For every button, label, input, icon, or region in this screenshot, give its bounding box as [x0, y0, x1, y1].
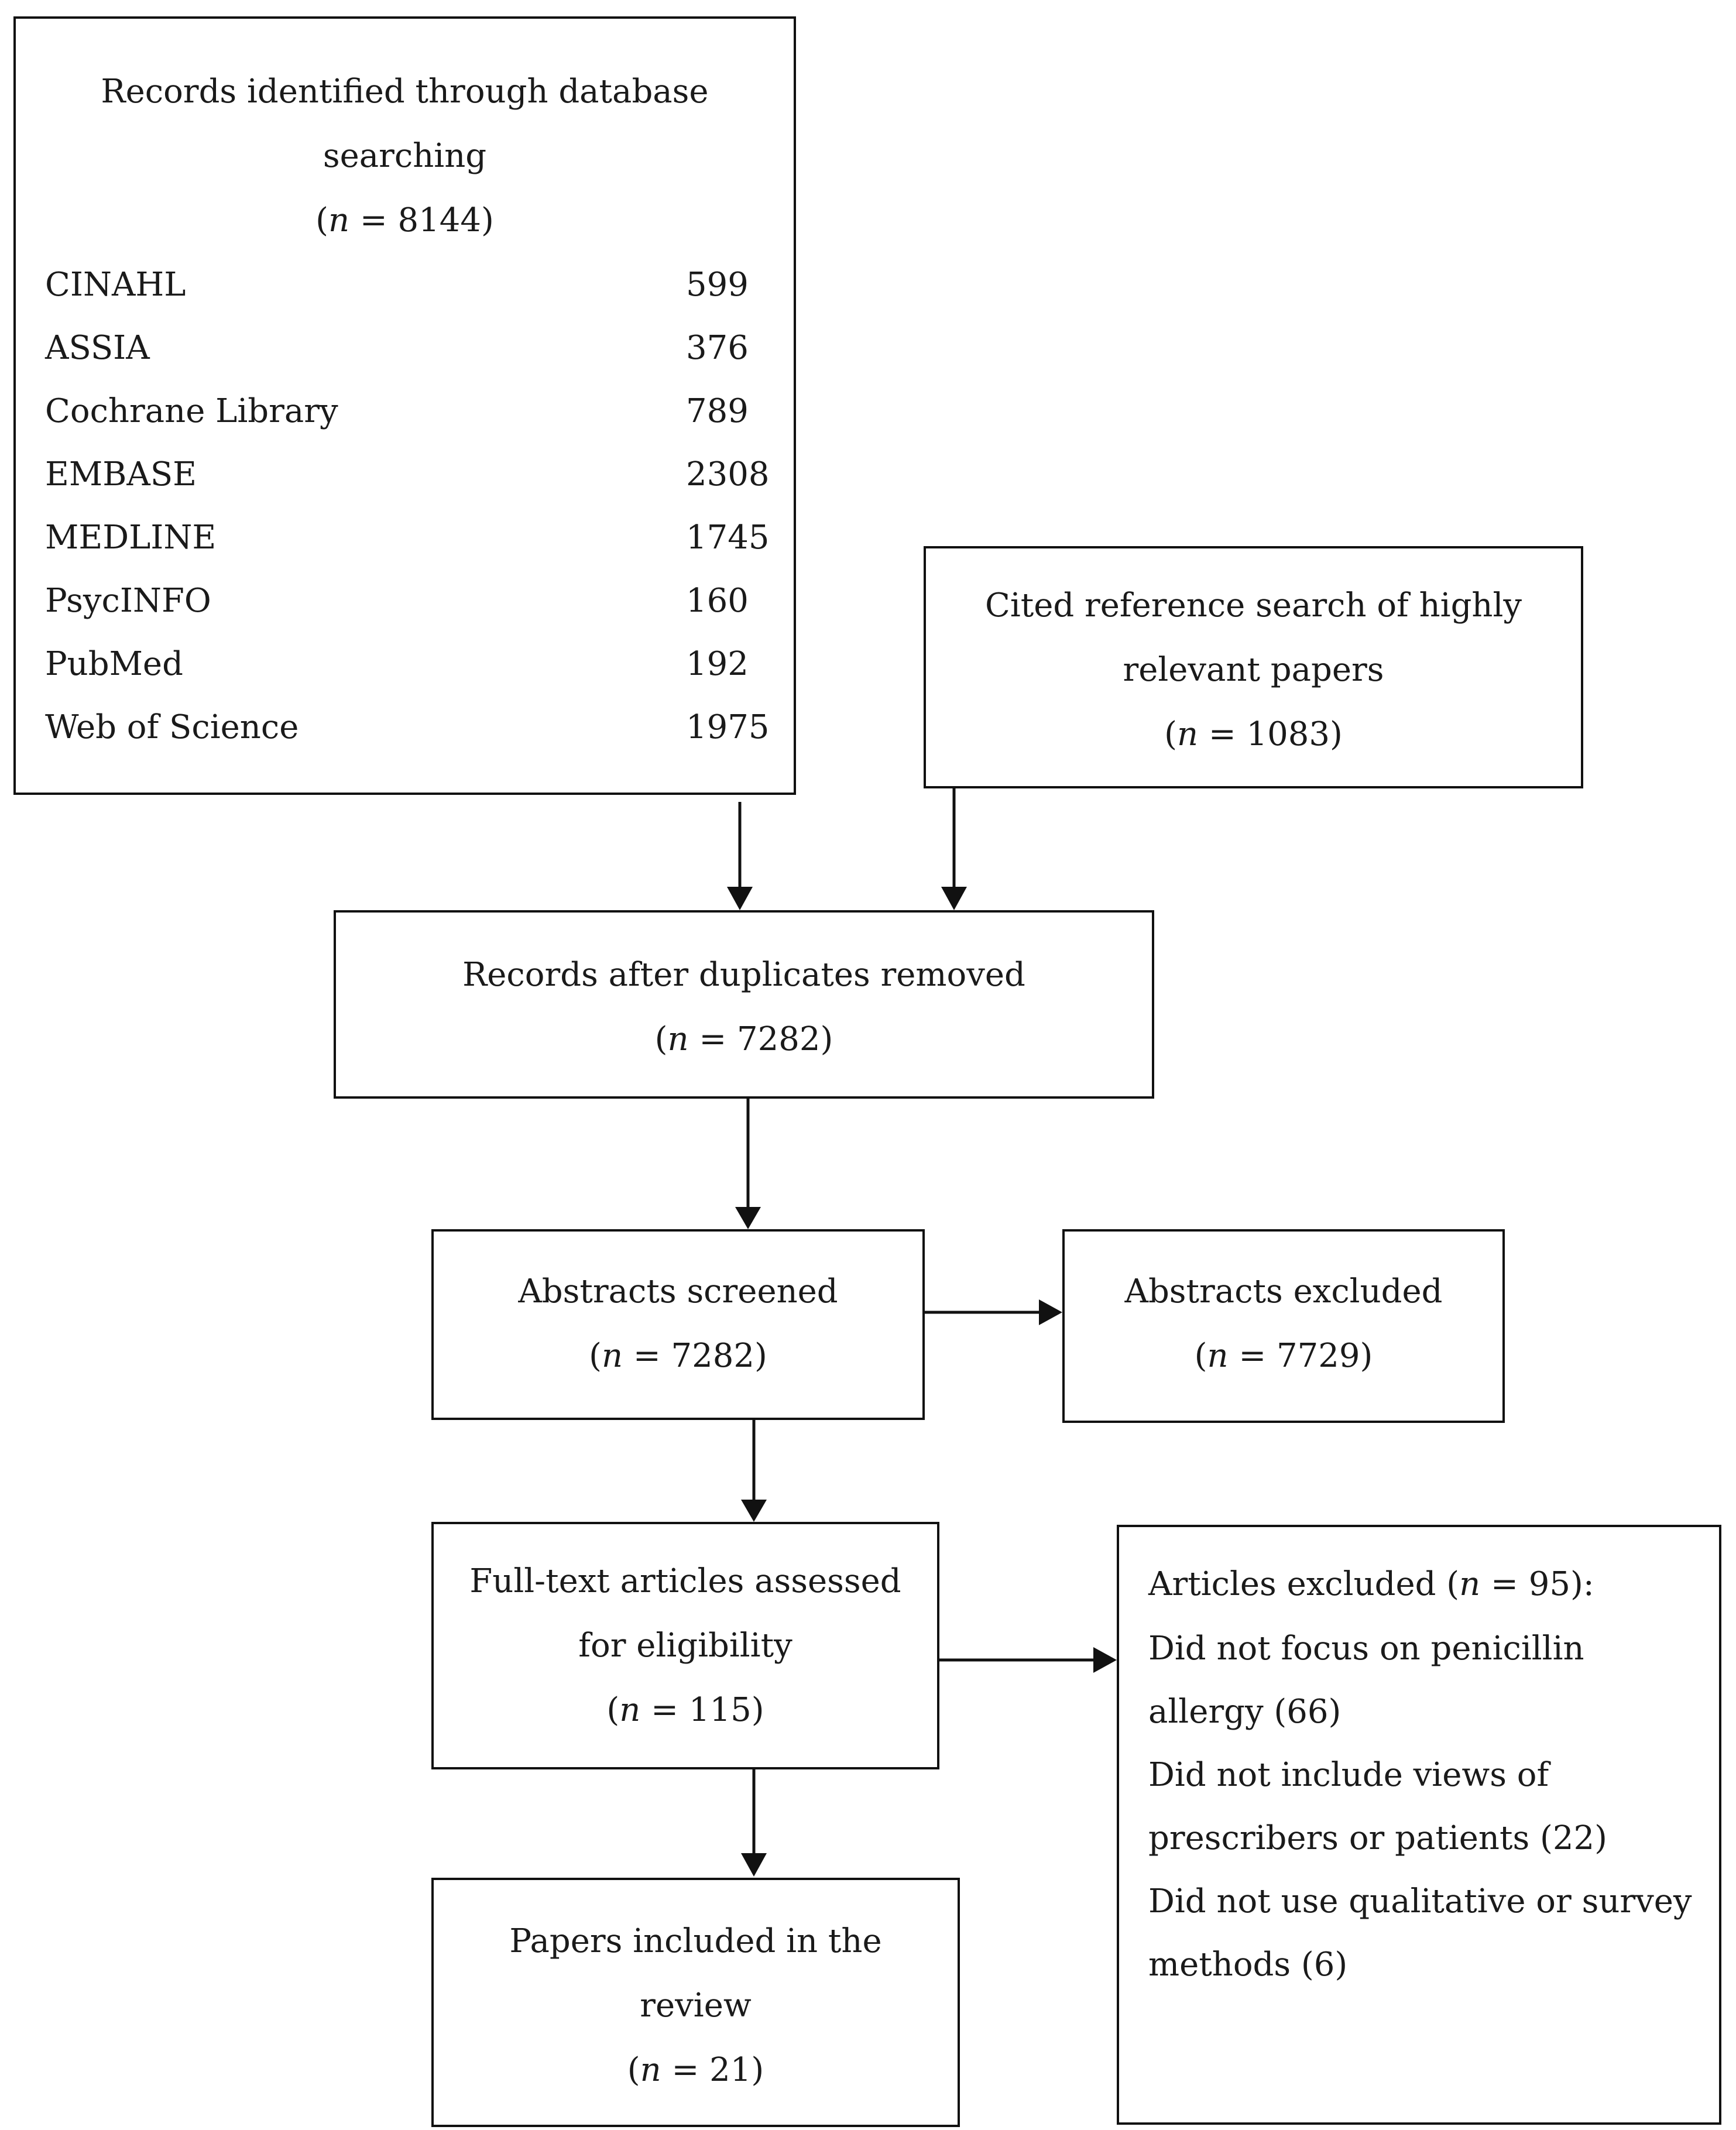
arrowhead-screened-excluded: [1039, 1299, 1062, 1325]
arrowhead-fulltext-excluded: [1093, 1647, 1117, 1673]
cited-count: (n = 1083): [1164, 715, 1343, 753]
exclusion-reason-line: Did not include views of: [1148, 1756, 1549, 1794]
database-name: MEDLINE: [45, 519, 217, 557]
articles-excluded-box: Articles excluded (n = 95): Did not focu…: [1117, 1525, 1721, 2125]
abstracts-excluded-count: (n = 7729): [1194, 1337, 1373, 1375]
fulltext-line2: for eligibility: [578, 1627, 792, 1665]
articles-excluded-heading: Articles excluded (n = 95):: [1148, 1565, 1594, 1603]
database-row: PsycINFO 160: [45, 569, 759, 633]
fulltext-count: (n = 115): [606, 1691, 764, 1729]
included-line2: review: [640, 1987, 752, 2025]
identification-count: (n = 8144): [315, 201, 494, 239]
included-box: Papers included in the review (n = 21): [431, 1878, 960, 2127]
database-row: Web of Science 1975: [45, 695, 770, 760]
screened-line1: Abstracts screened: [518, 1272, 838, 1311]
included-line1: Papers included in the: [509, 1922, 882, 1960]
screened-count: (n = 7282): [589, 1337, 767, 1375]
database-count: 376: [686, 329, 749, 367]
database-name: Web of Science: [45, 708, 299, 746]
database-count: 599: [686, 266, 749, 304]
arrowhead-screened: [741, 1500, 767, 1522]
database-row: Cochrane Library 789: [45, 379, 759, 444]
database-row: EMBASE 2308: [45, 443, 770, 507]
database-count: 1745: [686, 519, 770, 557]
duplicates-count: (n = 7282): [654, 1020, 833, 1058]
database-row: CINAHL 599: [45, 253, 759, 317]
database-count: 160: [686, 582, 749, 620]
database-count: 789: [686, 392, 749, 430]
cited-search-box: Cited reference search of highly relevan…: [924, 546, 1583, 788]
database-count: 2308: [686, 455, 770, 493]
exclusion-reason-line: prescribers or patients (22): [1148, 1819, 1607, 1857]
database-count: 192: [686, 645, 749, 683]
included-count: (n = 21): [627, 2051, 764, 2089]
database-row: MEDLINE 1745: [45, 506, 770, 570]
database-name: CINAHL: [45, 266, 186, 304]
cited-line2: relevant papers: [1123, 651, 1384, 689]
identification-title-line2: searching: [323, 137, 487, 175]
fulltext-assessed-box: Full-text articles assessed for eligibil…: [431, 1522, 939, 1769]
database-name: PubMed: [45, 645, 183, 683]
identification-title-line1: Records identified through database: [101, 73, 709, 111]
abstracts-excluded-box: Abstracts excluded (n = 7729): [1062, 1229, 1505, 1423]
abstracts-excluded-line1: Abstracts excluded: [1124, 1272, 1443, 1311]
database-name: PsycINFO: [45, 582, 211, 620]
duplicates-removed-box: Records after duplicates removed (n = 72…: [334, 910, 1154, 1099]
database-count: 1975: [686, 708, 770, 746]
exclusion-reason-line: methods (6): [1148, 1946, 1348, 1984]
exclusion-reason-line: Did not focus on penicillin: [1148, 1630, 1584, 1668]
abstracts-screened-box: Abstracts screened (n = 7282): [431, 1229, 925, 1420]
arrowhead-duplicates: [735, 1207, 761, 1229]
database-name: ASSIA: [45, 329, 150, 367]
cited-line1: Cited reference search of highly: [984, 586, 1522, 625]
identification-box: Records identified through database sear…: [13, 16, 796, 795]
exclusion-reason-line: Did not use qualitative or survey: [1148, 1882, 1692, 1920]
database-name: EMBASE: [45, 455, 197, 493]
fulltext-line1: Full-text articles assessed: [469, 1562, 901, 1600]
duplicates-line1: Records after duplicates removed: [462, 956, 1025, 994]
exclusion-reason-line: allergy (66): [1148, 1693, 1342, 1731]
arrowhead-identification: [727, 887, 753, 910]
arrowhead-cited: [941, 887, 967, 910]
database-row: ASSIA 376: [45, 316, 759, 380]
database-row: PubMed 192: [45, 632, 759, 697]
arrowhead-fulltext: [741, 1853, 767, 1877]
database-name: Cochrane Library: [45, 392, 338, 430]
